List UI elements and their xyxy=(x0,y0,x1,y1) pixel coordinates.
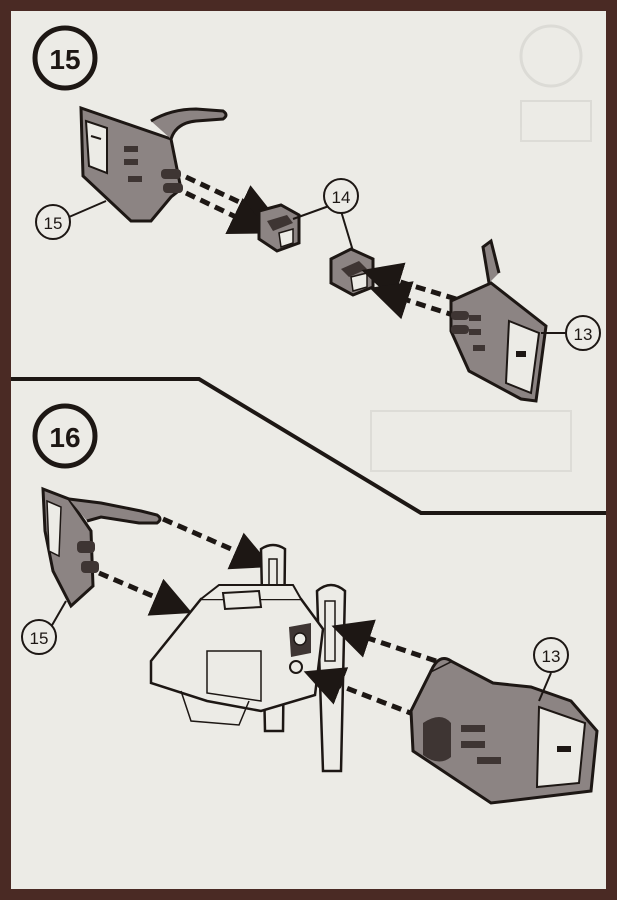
step-16-number: 16 xyxy=(49,422,80,453)
step-divider xyxy=(11,377,606,515)
callout-13-step16-label: 13 xyxy=(542,647,561,666)
part-14-clip-a xyxy=(257,203,301,253)
part-15-panel xyxy=(79,105,228,223)
part-13-panel-step16 xyxy=(409,657,599,805)
instruction-sheet: 15 15 14 xyxy=(11,11,606,889)
arrow-15-to-body-upper xyxy=(161,516,273,570)
callout-15-step16-label: 15 xyxy=(30,629,49,648)
callout-13-step15: 13 xyxy=(541,315,601,351)
callout-14: 14 xyxy=(292,178,359,252)
part-15-panel-step16 xyxy=(41,486,162,609)
arrow-15-to-14a-lower xyxy=(184,190,271,235)
callout-15-step16: 15 xyxy=(21,600,67,655)
arrow-13-to-body-upper xyxy=(331,619,437,664)
callout-15-label: 15 xyxy=(44,214,63,233)
callout-14-label: 14 xyxy=(332,188,351,207)
arrow-13-to-14b-lower xyxy=(369,281,457,320)
arrow-15-to-body-lower xyxy=(98,570,193,616)
callout-13-step16: 13 xyxy=(533,637,569,702)
step-16-badge: 16 xyxy=(32,403,98,469)
vehicle-body xyxy=(149,543,347,773)
step-15-badge: 15 xyxy=(32,25,98,91)
part-14-clip-b xyxy=(329,247,375,297)
part-13-panel xyxy=(449,238,548,403)
callout-13-label: 13 xyxy=(574,325,593,344)
arrow-15-to-14a-upper xyxy=(184,174,279,222)
background-bleed xyxy=(370,24,592,472)
step-15-number: 15 xyxy=(49,44,80,75)
instruction-diagram: 15 15 14 xyxy=(11,24,606,805)
callout-15-step15: 15 xyxy=(35,200,107,240)
arrow-13-to-14b-upper xyxy=(361,262,457,302)
